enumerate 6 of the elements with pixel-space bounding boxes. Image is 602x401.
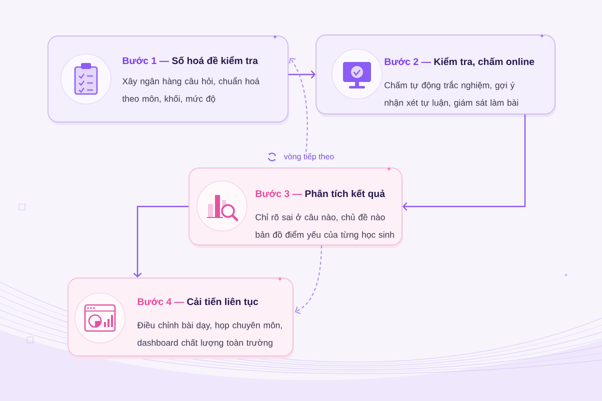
arrow [133, 206, 189, 278]
arrow [402, 114, 526, 211]
arrow [288, 70, 316, 79]
dashed-arrow [288, 58, 308, 152]
loop-label: vòng tiếp theo [284, 153, 334, 161]
dashed-arrow [294, 244, 322, 314]
